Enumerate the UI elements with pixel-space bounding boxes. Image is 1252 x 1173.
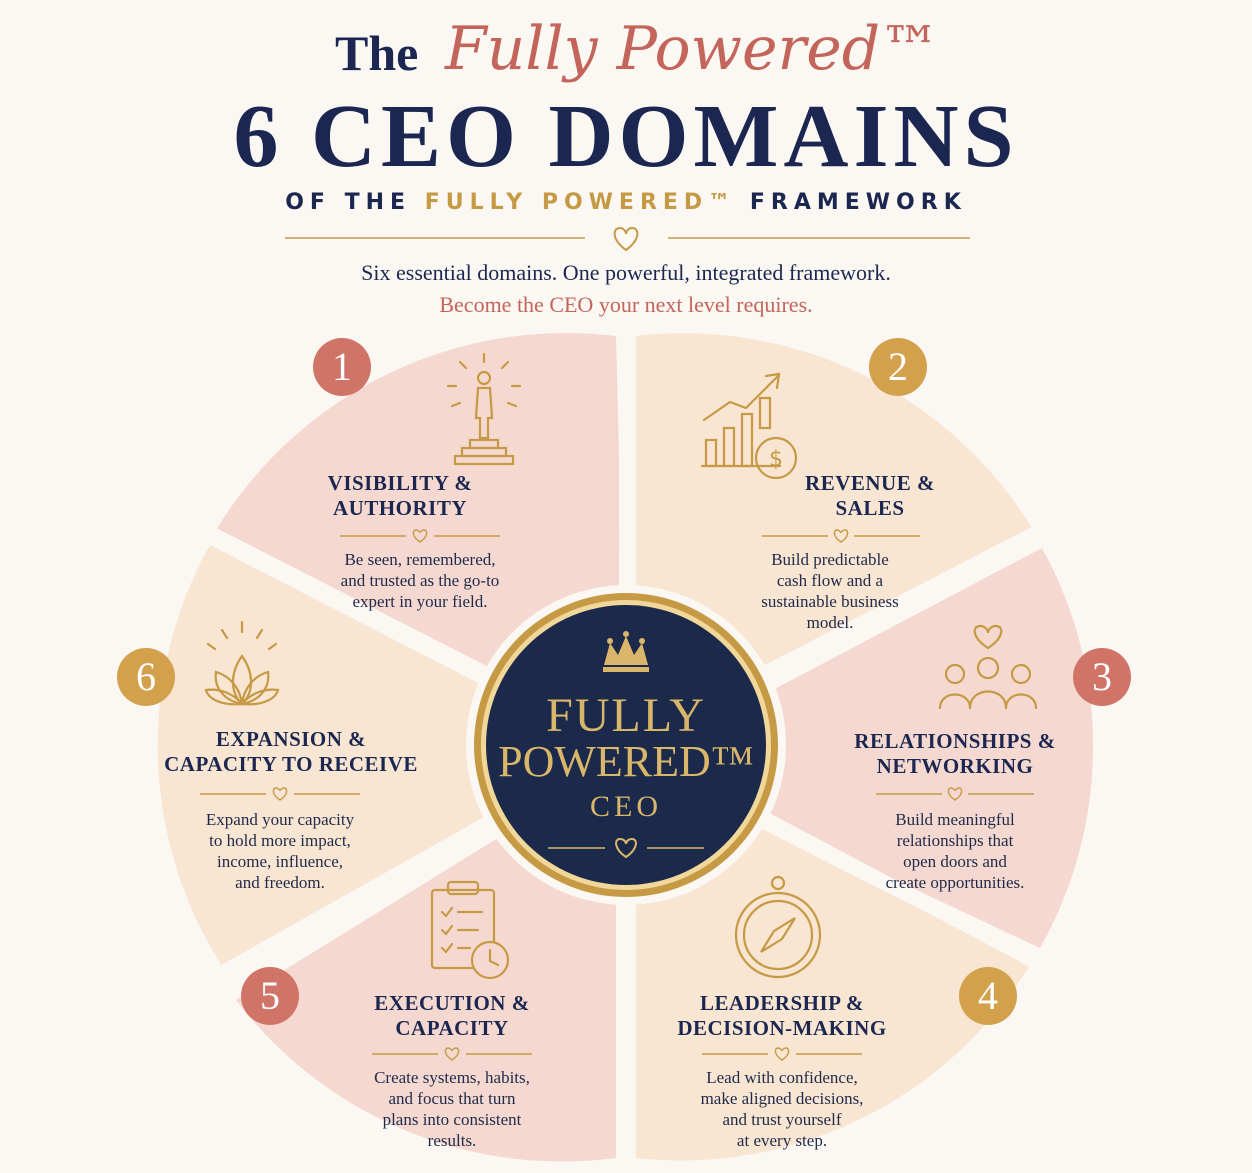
domain-5-desc-line: Create systems, habits, bbox=[374, 1068, 530, 1087]
badge-3 bbox=[1073, 648, 1131, 706]
badge-5 bbox=[241, 967, 299, 1025]
domain-4-title-line2: DECISION-MAKING bbox=[677, 1016, 887, 1040]
badge-number-1: 1 bbox=[332, 344, 352, 389]
domain-1-desc-line: and trusted as the go-to bbox=[340, 571, 500, 590]
domain-6-desc-line: and freedom. bbox=[235, 873, 325, 892]
domain-6-desc-line: income, influence, bbox=[216, 852, 344, 871]
badge-4 bbox=[959, 967, 1017, 1025]
segment-leadership bbox=[636, 765, 1030, 1161]
center-word-2: POWERED™ bbox=[498, 737, 754, 786]
tagline-line2: Become the CEO your next level requires. bbox=[439, 292, 813, 317]
domain-5-title-line1: EXECUTION & bbox=[374, 991, 530, 1015]
badge-2 bbox=[869, 338, 927, 396]
domain-3-title-line2: NETWORKING bbox=[876, 754, 1034, 778]
subtitle-part1: OF THE bbox=[285, 190, 412, 215]
domain-6-title-line2: CAPACITY TO RECEIVE bbox=[164, 752, 418, 776]
center-badge bbox=[486, 605, 766, 885]
badge-number-3: 3 bbox=[1092, 654, 1112, 699]
domain-1-desc: Be seen, remembered, and trusted as the … bbox=[310, 549, 530, 612]
domain-4-desc-line: at every step. bbox=[736, 1131, 828, 1150]
domain-3-desc-line: Build meaningful bbox=[895, 810, 1015, 829]
badge-number-6: 6 bbox=[136, 654, 156, 699]
lotus-icon bbox=[204, 620, 280, 706]
domain-5-title: EXECUTION & CAPACITY bbox=[342, 991, 562, 1041]
heart-icon bbox=[613, 226, 639, 252]
page-title: 6 CEO DOMAINS bbox=[233, 87, 1019, 186]
center-heart-icon bbox=[615, 837, 637, 859]
crown-icon bbox=[603, 631, 649, 672]
badge-number-2: 2 bbox=[888, 344, 908, 389]
domain-6-desc-line: to hold more impact, bbox=[209, 831, 351, 850]
domain-4-title: LEADERSHIP & DECISION-MAKING bbox=[662, 991, 902, 1041]
domain-2-desc-line: model. bbox=[806, 613, 854, 632]
domain-2-title-line1: REVENUE & bbox=[805, 471, 935, 495]
domain-3-desc-line: open doors and bbox=[903, 852, 1007, 871]
domain-5-desc-line: plans into consistent bbox=[382, 1110, 522, 1129]
domain-1-title-line1: VISIBILITY & bbox=[327, 471, 473, 495]
spotlight-person-icon bbox=[446, 352, 522, 466]
domain-3-desc: Build meaningful relationships that open… bbox=[855, 809, 1055, 893]
domain-1-desc-line: expert in your field. bbox=[352, 592, 488, 611]
subtitle-part2: FULLY POWERED™ bbox=[424, 190, 737, 215]
domain-5-title-line2: CAPACITY bbox=[395, 1016, 509, 1040]
domain-5-desc: Create systems, habits, and focus that t… bbox=[342, 1067, 562, 1151]
domain-2-title-line2: SALES bbox=[835, 496, 905, 520]
domain-6-desc: Expand your capacity to hold more impact… bbox=[180, 809, 380, 893]
domain-3-title: RELATIONSHIPS & NETWORKING bbox=[835, 729, 1075, 779]
domain-5-desc-line: results. bbox=[427, 1131, 477, 1150]
segment-relationships bbox=[640, 548, 1094, 948]
domain-4-title-line1: LEADERSHIP & bbox=[699, 991, 865, 1015]
badge-6 bbox=[117, 648, 175, 706]
domain-6-title-line1: EXPANSION & bbox=[215, 727, 367, 751]
domain-4-desc: Lead with confidence, make aligned decis… bbox=[672, 1067, 892, 1151]
domain-2-desc-line: sustainable business bbox=[761, 592, 899, 611]
domain-3-desc-line: relationships that bbox=[896, 831, 1014, 850]
domain-4-desc-line: and trust yourself bbox=[722, 1110, 842, 1129]
domain-3-title-line1: RELATIONSHIPS & bbox=[854, 729, 1056, 753]
clipboard-clock-icon bbox=[430, 880, 510, 980]
domain-2-desc-line: Build predictable bbox=[771, 550, 889, 569]
tagline-line1: Six essential domains. One powerful, int… bbox=[361, 260, 891, 285]
domain-3-desc-line: create opportunities. bbox=[885, 873, 1025, 892]
domain-5-desc-line: and focus that turn bbox=[388, 1089, 516, 1108]
compass-icon bbox=[734, 875, 822, 979]
domain-4-desc-line: Lead with confidence, bbox=[706, 1068, 858, 1087]
domain-1-title-line2: AUTHORITY bbox=[332, 496, 468, 520]
domain-2-desc-line: cash flow and a bbox=[776, 571, 884, 590]
title-script: Fully Powered™ bbox=[445, 14, 941, 84]
domain-1-title: VISIBILITY & AUTHORITY bbox=[300, 471, 500, 521]
domain-2-title: REVENUE & SALES bbox=[770, 471, 970, 521]
subtitle: OF THE FULLY POWERED™ FRAMEWORK bbox=[0, 190, 1252, 215]
title-prefix: The bbox=[335, 25, 419, 81]
subtitle-part3: FRAMEWORK bbox=[749, 190, 967, 215]
svg-text:$: $ bbox=[769, 447, 783, 472]
center-word-1: FULLY bbox=[546, 689, 706, 742]
badge-1 bbox=[313, 338, 371, 396]
growth-chart-dollar-icon: $ bbox=[700, 372, 798, 480]
segment-expansion bbox=[157, 545, 613, 975]
center-word-3: CEO bbox=[590, 790, 662, 823]
domain-2-desc: Build predictable cash flow and a sustai… bbox=[720, 549, 940, 633]
badge-number-4: 4 bbox=[978, 973, 998, 1018]
domain-4-desc-line: make aligned decisions, bbox=[700, 1089, 864, 1108]
domain-6-title: EXPANSION & CAPACITY TO RECEIVE bbox=[150, 727, 432, 777]
people-heart-icon bbox=[938, 624, 1038, 710]
badge-number-5: 5 bbox=[260, 973, 280, 1018]
domain-1-desc-line: Be seen, remembered, bbox=[344, 550, 496, 569]
domain-6-desc-line: Expand your capacity bbox=[205, 810, 355, 829]
